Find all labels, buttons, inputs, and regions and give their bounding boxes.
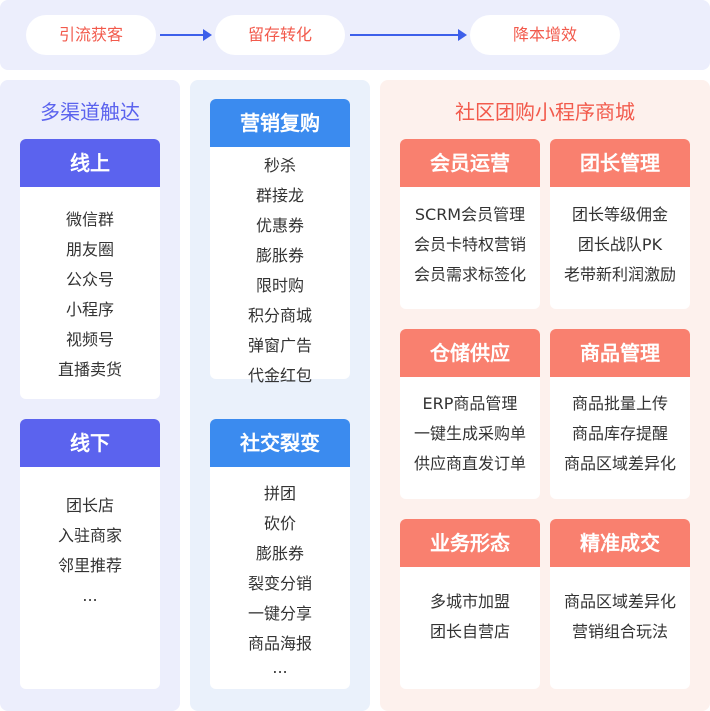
list-item: 裂变分销	[247, 574, 312, 593]
mall-card-member: 会员运营 SCRM会员管理 会员卡特权营销 会员需求标签化	[400, 139, 540, 309]
mall-card-header: 业务形态	[400, 519, 540, 567]
list-item: 代金红包	[247, 366, 312, 385]
list-item: 膨胀券	[255, 246, 304, 265]
list-item: 小程序	[65, 300, 114, 319]
mall-card-header: 精准成交	[550, 519, 690, 567]
list-item: 限时购	[255, 276, 304, 295]
mall-card-list: ERP商品管理 一键生成采购单 供应商直发订单	[400, 389, 540, 479]
list-item: 会员卡特权营销	[413, 235, 526, 254]
flow-step-acquire: 引流获客	[26, 15, 156, 55]
flow-step-convert: 留存转化	[215, 15, 345, 55]
list-item: SCRM会员管理	[414, 205, 526, 224]
list-item: 商品海报	[247, 634, 312, 653]
list-item: 砍价	[263, 514, 296, 533]
list-item: 商品批量上传	[571, 394, 668, 413]
list-item: 团长店	[65, 496, 114, 515]
mall-card-header: 仓储供应	[400, 329, 540, 377]
list-item: 直播卖货	[57, 360, 122, 379]
list-item: 一键生成采购单	[413, 424, 526, 443]
list-item: 弹窗广告	[247, 336, 312, 355]
list-item: 营销组合玩法	[571, 622, 668, 641]
mall-panel: 社区团购小程序商城 会员运营 SCRM会员管理 会员卡特权营销 会员需求标签化 …	[380, 80, 710, 711]
flow-banner: 引流获客 留存转化 降本增效	[0, 0, 710, 70]
mall-card-leader: 团长管理 团长等级佣金 团长战队PK 老带新利润激励	[550, 139, 690, 309]
mall-card-header: 会员运营	[400, 139, 540, 187]
repurchase-card: 营销复购 秒杀 群接龙 优惠券 膨胀券 限时购 积分商城 弹窗广告 代金红包	[210, 99, 350, 385]
mall-card-list: 团长等级佣金 团长战队PK 老带新利润激励	[550, 200, 690, 290]
online-card-header: 线上	[20, 139, 160, 187]
mall-card-goods: 商品管理 商品批量上传 商品库存提醒 商品区域差异化	[550, 329, 690, 499]
repurchase-list: 秒杀 群接龙 优惠券 膨胀券 限时购 积分商城 弹窗广告 代金红包	[210, 151, 350, 391]
list-item: 会员需求标签化	[413, 265, 526, 284]
list-item: 团长战队PK	[577, 235, 663, 254]
list-item: 微信群	[65, 210, 114, 229]
mall-card-list: 多城市加盟 团长自营店	[400, 587, 540, 647]
mall-card-header: 商品管理	[550, 329, 690, 377]
list-item: 商品库存提醒	[571, 424, 668, 443]
list-item: 群接龙	[255, 186, 304, 205]
list-item: 商品区域差异化	[563, 592, 676, 611]
flow-step-efficiency: 降本增效	[470, 15, 620, 55]
offline-card: 线下 团长店 入驻商家 邻里推荐 ...	[20, 419, 160, 689]
list-item: 团长等级佣金	[571, 205, 668, 224]
mall-card-header: 团长管理	[550, 139, 690, 187]
online-card: 线上 微信群 朋友圈 公众号 小程序 视频号 直播卖货	[20, 139, 160, 399]
list-item: ...	[82, 586, 98, 605]
repurchase-card-header: 营销复购	[210, 99, 350, 147]
list-item: 邻里推荐	[57, 556, 122, 575]
list-item: 团长自营店	[429, 622, 510, 641]
list-item: 入驻商家	[57, 526, 122, 545]
mall-card-list: SCRM会员管理 会员卡特权营销 会员需求标签化	[400, 200, 540, 290]
mall-title: 社区团购小程序商城	[455, 100, 635, 124]
flow-arrow-icon	[160, 29, 212, 41]
offline-card-header: 线下	[20, 419, 160, 467]
list-item: 公众号	[65, 270, 114, 289]
mall-card-business: 业务形态 多城市加盟 团长自营店	[400, 519, 540, 689]
list-item: 多城市加盟	[429, 592, 510, 611]
mall-card-list: 商品批量上传 商品库存提醒 商品区域差异化	[550, 389, 690, 479]
flow-arrow-icon	[350, 29, 467, 41]
list-item: 商品区域差异化	[563, 454, 676, 473]
marketing-panel: 营销复购 秒杀 群接龙 优惠券 膨胀券 限时购 积分商城 弹窗广告 代金红包 社…	[190, 80, 370, 711]
channels-panel: 多渠道触达 线上 微信群 朋友圈 公众号 小程序 视频号 直播卖货 线下 团长店…	[0, 80, 180, 711]
list-item: 视频号	[65, 330, 114, 349]
list-item: 老带新利润激励	[563, 265, 676, 284]
mall-card-warehouse: 仓储供应 ERP商品管理 一键生成采购单 供应商直发订单	[400, 329, 540, 499]
list-item: 优惠券	[255, 216, 304, 235]
list-item: 拼团	[263, 484, 296, 503]
social-list: 拼团 砍价 膨胀券 裂变分销 一键分享 商品海报 ...	[210, 479, 350, 677]
channels-title: 多渠道触达	[40, 100, 140, 124]
list-item: ...	[272, 658, 288, 677]
social-card-header: 社交裂变	[210, 419, 350, 467]
list-item: 积分商城	[247, 306, 312, 325]
social-card: 社交裂变 拼团 砍价 膨胀券 裂变分销 一键分享 商品海报 ...	[210, 419, 350, 689]
mall-card-list: 商品区域差异化 营销组合玩法	[550, 587, 690, 647]
online-list: 微信群 朋友圈 公众号 小程序 视频号 直播卖货	[20, 205, 160, 385]
list-item: 朋友圈	[65, 240, 114, 259]
list-item: 膨胀券	[255, 544, 304, 563]
list-item: ERP商品管理	[422, 394, 518, 413]
list-item: 供应商直发订单	[413, 454, 526, 473]
list-item: 一键分享	[247, 604, 312, 623]
mall-card-precision: 精准成交 商品区域差异化 营销组合玩法	[550, 519, 690, 689]
offline-list: 团长店 入驻商家 邻里推荐 ...	[20, 491, 160, 611]
list-item: 秒杀	[263, 156, 296, 175]
